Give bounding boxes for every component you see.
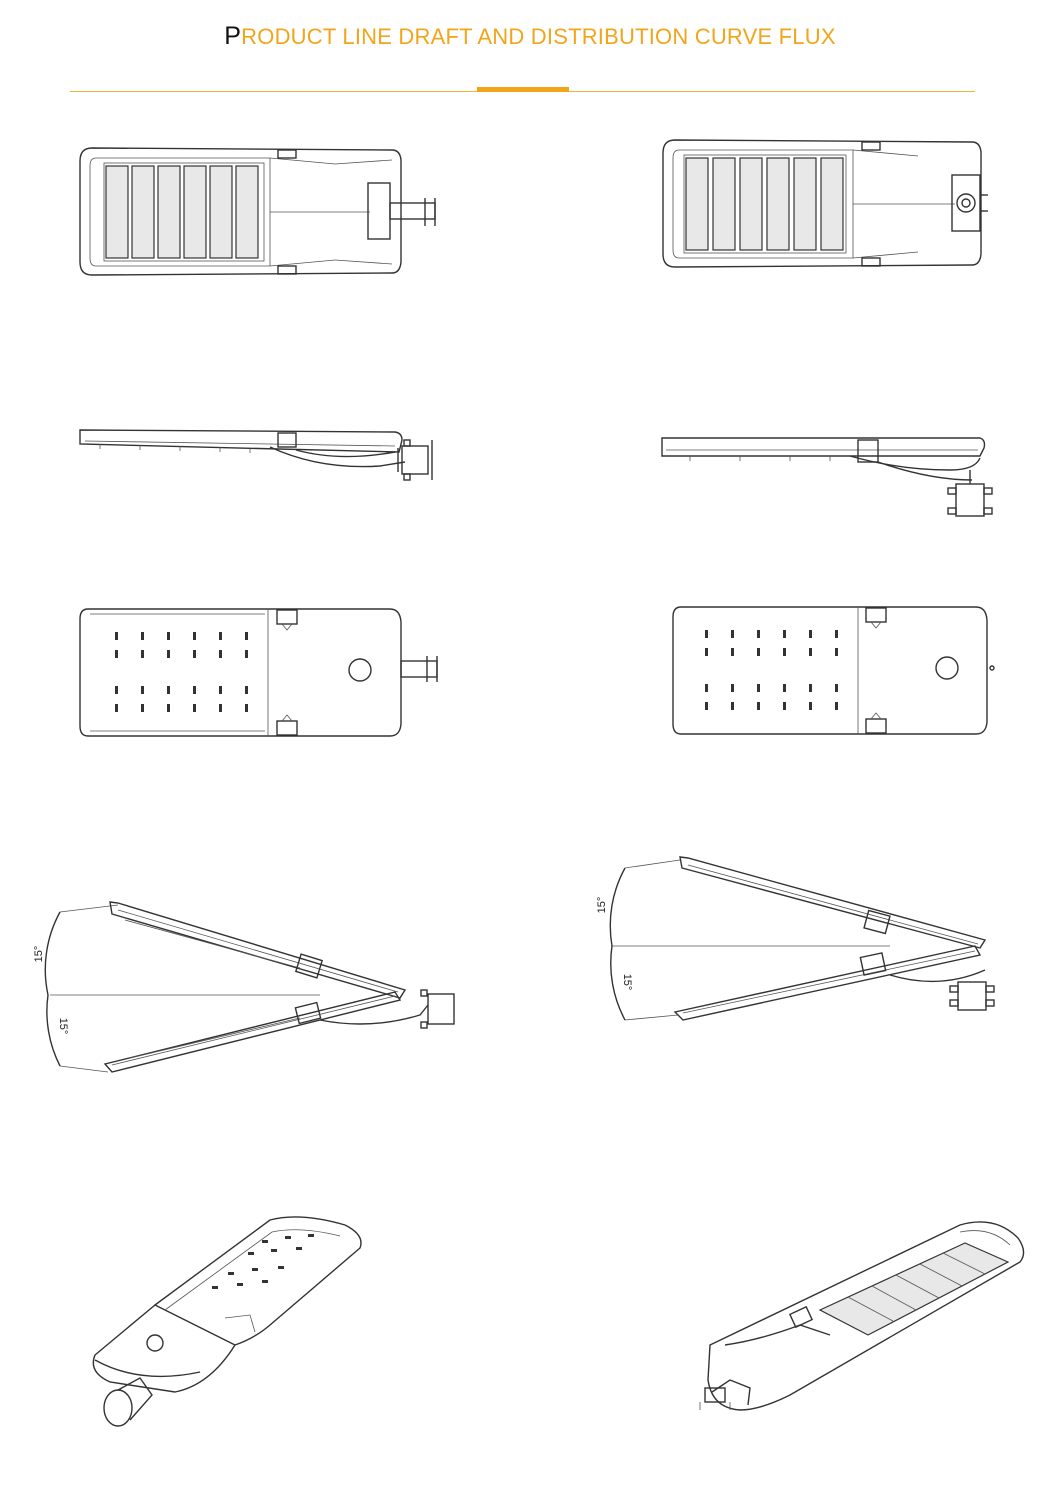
top-view-right <box>662 139 988 268</box>
title-first-letter: P <box>224 22 242 50</box>
title-rest: RODUCT LINE DRAFT AND DISTRIBUTION CURVE… <box>241 24 836 49</box>
perspective-view-right <box>699 1221 1025 1411</box>
angle-label-left-up: 15° <box>33 946 45 963</box>
angle-label-right-down: 15° <box>621 974 633 991</box>
led-modules-left <box>105 165 259 259</box>
page-header: PRODUCT LINE DRAFT AND DISTRIBUTION CURV… <box>0 22 1060 51</box>
perspective-led-panel-right <box>818 1242 1010 1336</box>
perspective-holes-left <box>212 1234 314 1289</box>
screw-holes-right <box>705 630 838 710</box>
led-modules-right <box>685 157 844 251</box>
bottom-view-right <box>672 606 995 735</box>
tilt-view-left <box>44 901 455 1073</box>
side-view-right <box>661 437 993 517</box>
top-view-left <box>79 147 436 276</box>
bottom-view-left <box>79 608 438 737</box>
angle-label-right-up: 15° <box>596 897 608 914</box>
side-view-left <box>79 429 433 481</box>
page-title: PRODUCT LINE DRAFT AND DISTRIBUTION CURV… <box>224 22 835 51</box>
tilt-view-right <box>609 856 995 1021</box>
header-divider-accent <box>477 87 569 92</box>
screw-holes-left <box>115 632 248 712</box>
angle-label-left-down: 15° <box>57 1018 69 1035</box>
perspective-view-left <box>92 1216 362 1427</box>
